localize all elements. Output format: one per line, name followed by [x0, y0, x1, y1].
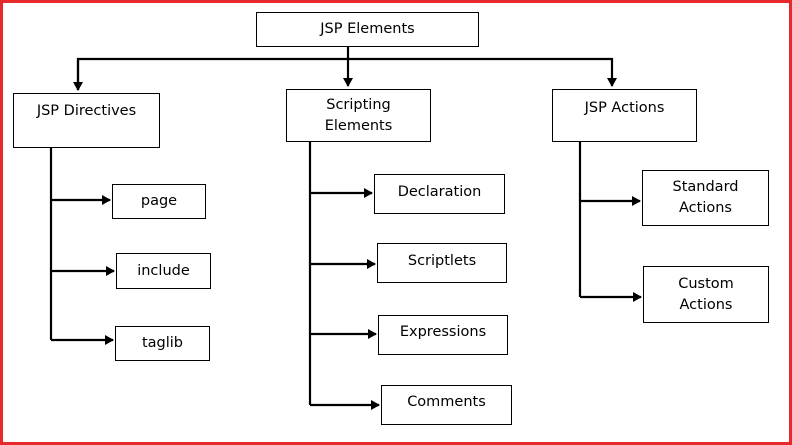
directives-connectors	[49, 147, 115, 345]
leaf-node-taglib: taglib	[115, 326, 210, 361]
actions-connectors	[578, 142, 642, 302]
leaf-node-expressions: Expressions	[378, 315, 508, 355]
leaf-node-declaration: Declaration	[374, 174, 505, 214]
leaf-node-scriptlets: Scriptlets	[377, 243, 507, 283]
leaf-node-include: include	[116, 253, 211, 289]
category-node-jsp-directives: JSP Directives	[13, 93, 160, 148]
leaf-node-custom-actions: Custom Actions	[643, 266, 769, 323]
leaf-node-standard-actions: Standard Actions	[642, 170, 769, 226]
category-node-jsp-actions: JSP Actions	[552, 89, 697, 142]
root-connectors	[73, 46, 617, 91]
leaf-node-page: page	[112, 184, 206, 219]
scripting-connectors	[308, 142, 380, 410]
root-bus-line	[76, 57, 617, 90]
category-node-scripting-elements: Scripting Elements	[286, 89, 431, 142]
root-node-jsp-elements: JSP Elements	[256, 12, 479, 47]
leaf-node-comments: Comments	[381, 385, 512, 425]
